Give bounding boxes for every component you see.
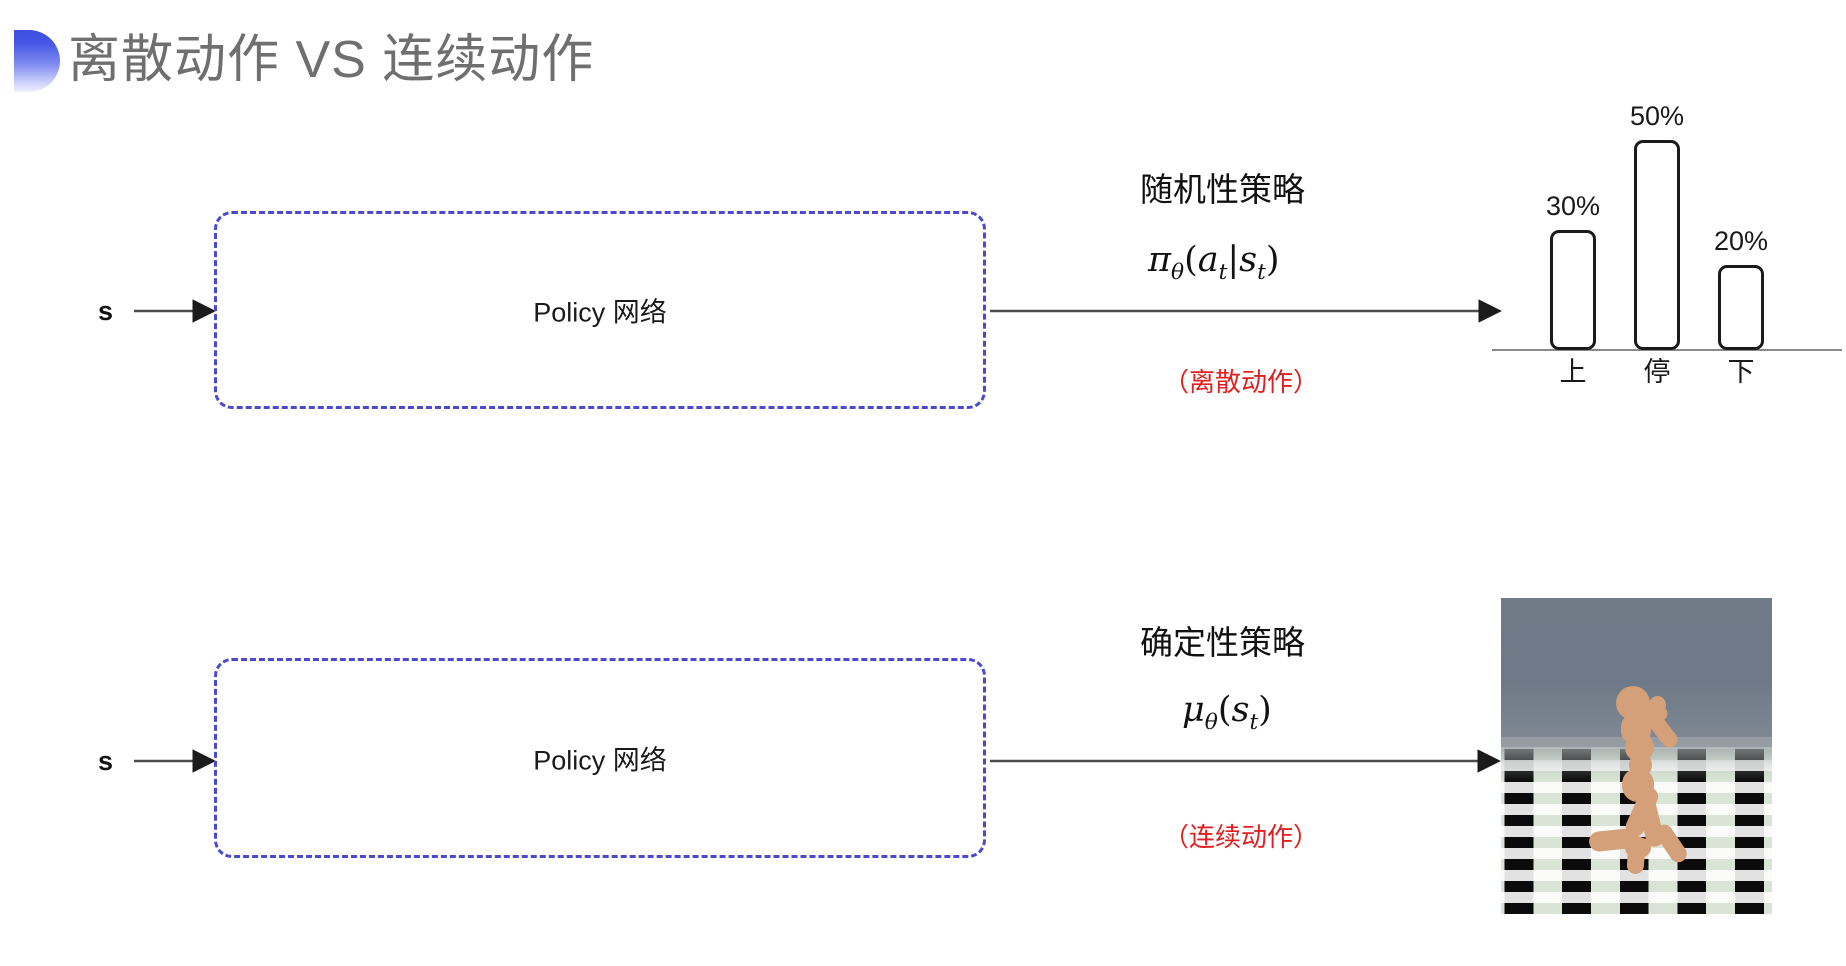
humanoid-simulation-image <box>1501 598 1772 914</box>
formula-close-paren: ) <box>1258 690 1272 730</box>
formula-deterministic-policy: μθ(st) <box>1182 690 1272 735</box>
formula-arg-action-sub: t <box>1218 260 1228 285</box>
action-note-continuous: （连续动作） <box>1163 822 1320 852</box>
humanoid-fist <box>1649 696 1666 714</box>
formula-arg-state: s <box>1239 240 1258 280</box>
formula-arg-state: s <box>1231 690 1250 730</box>
formula-theta: θ <box>1171 260 1185 285</box>
input-state-label-bottom: s <box>98 746 114 776</box>
page-title: 离散动作 VS 连续动作 <box>68 31 595 89</box>
half-circle-bullet-icon <box>14 30 60 92</box>
policy-network-box-bottom[interactable]: Policy 网络 <box>214 658 986 858</box>
formula-given-bar: | <box>1227 240 1240 280</box>
formula-arg-action: a <box>1197 240 1219 280</box>
bar-value-label: 20% <box>1713 226 1769 256</box>
bar-rect <box>1634 140 1680 350</box>
action-probability-bar-chart: 30% 上 50% 停 20% 下 <box>1492 96 1842 396</box>
policy-network-box-top[interactable]: Policy 网络 <box>214 211 986 409</box>
humanoid-foot-back <box>1625 838 1651 857</box>
formula-arg-state-sub: t <box>1249 710 1259 735</box>
bar-value-label: 50% <box>1629 101 1685 131</box>
formula-open-paren: ( <box>1217 690 1232 730</box>
formula-theta: θ <box>1204 710 1218 735</box>
formula-open-paren: ( <box>1184 240 1198 280</box>
policy-network-label-top: Policy 网络 <box>533 297 667 328</box>
bar-rect <box>1550 230 1596 350</box>
bar-rect <box>1718 265 1764 350</box>
formula-arg-state-sub: t <box>1257 260 1266 285</box>
policy-kind-stochastic: 随机性策略 <box>1140 171 1305 208</box>
humanoid-figure <box>1501 598 1772 914</box>
formula-fn: μ <box>1182 690 1205 730</box>
bar-category-label: 停 <box>1643 357 1671 387</box>
policy-kind-deterministic: 确定性策略 <box>1140 624 1305 661</box>
action-note-discrete: （离散动作） <box>1163 367 1320 397</box>
bar-value-label: 30% <box>1545 191 1601 221</box>
formula-stochastic-policy: πθ(at|st) <box>1148 240 1279 285</box>
bar-category-label: 上 <box>1559 357 1587 387</box>
bar-category-label: 下 <box>1727 357 1755 387</box>
policy-network-label-bottom: Policy 网络 <box>533 745 667 776</box>
formula-close-paren: ) <box>1265 240 1280 280</box>
chart-x-axis <box>1492 349 1842 351</box>
formula-fn: π <box>1148 240 1172 280</box>
input-state-label-top: s <box>98 296 114 326</box>
